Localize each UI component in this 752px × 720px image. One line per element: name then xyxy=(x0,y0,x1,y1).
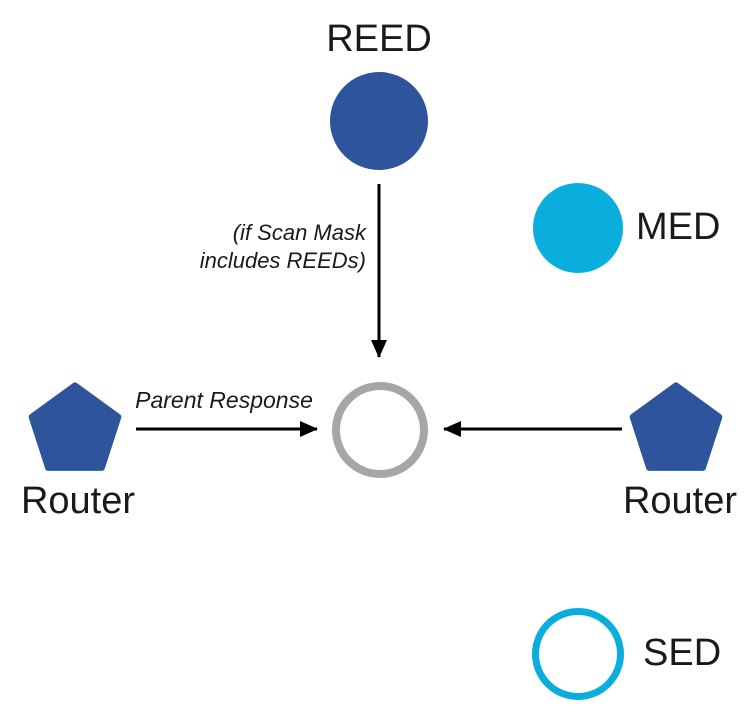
reed-label: REED xyxy=(326,18,432,60)
scan-mask-note-line2: includes REEDs) xyxy=(199,248,366,273)
parent-response-label: Parent Response xyxy=(135,387,313,413)
scan-mask-note-line1: (if Scan Mask xyxy=(232,220,366,245)
med-node-circle xyxy=(533,183,623,273)
reed-node-circle xyxy=(330,72,428,170)
router-right-label: Router xyxy=(622,480,738,522)
sed-node-circle xyxy=(532,608,624,700)
router-left-label: Router xyxy=(20,480,136,522)
scan-mask-note: (if Scan Mask includes REEDs) xyxy=(200,219,366,275)
joiner-node-circle xyxy=(332,382,428,478)
router-left-pentagon xyxy=(28,382,122,471)
med-label: MED xyxy=(636,206,721,248)
router-right-pentagon xyxy=(629,382,723,471)
sed-label: SED xyxy=(643,632,722,674)
